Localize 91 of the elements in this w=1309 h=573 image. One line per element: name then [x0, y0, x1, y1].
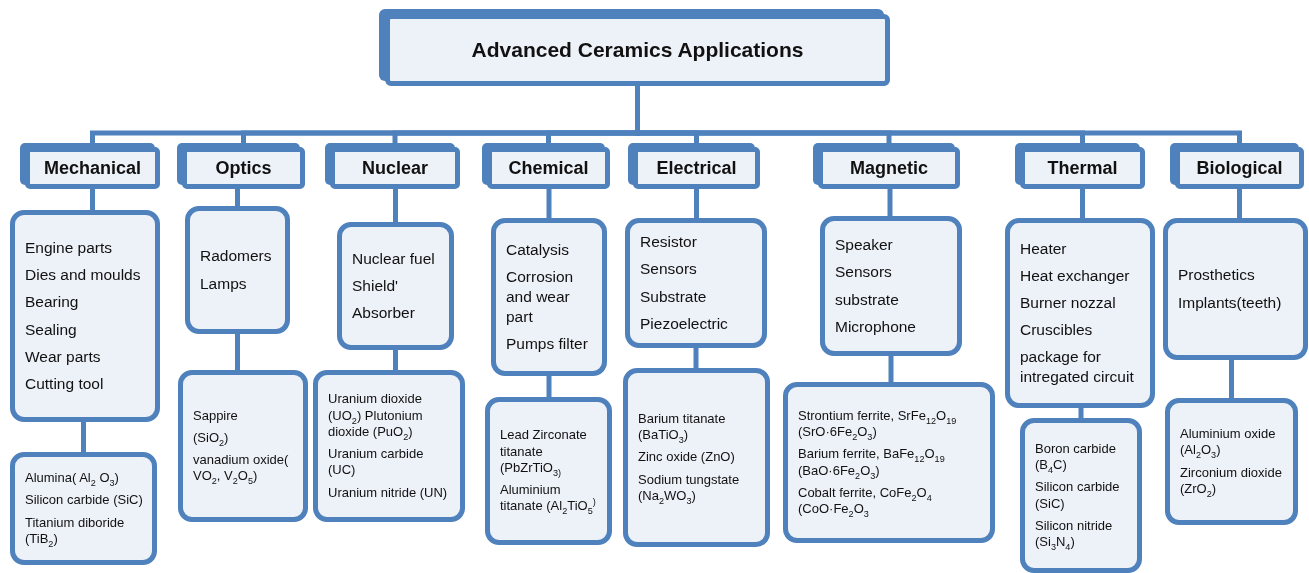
category-label: Magnetic [850, 157, 928, 179]
application-item: Sensors [835, 262, 893, 283]
application-item: Shield' [352, 275, 400, 296]
category-label: Electrical [656, 157, 737, 179]
material-item: Zirconium dioxide (ZrO$_{2}$) [1180, 464, 1283, 497]
category-label: Nuclear [361, 157, 428, 179]
application-item: Sealing [25, 319, 78, 340]
application-box [1005, 218, 1155, 408]
material-item: Alumina( Al$_{2}$ O$_{3}$) [25, 470, 120, 487]
material-item: Boron carbide (B$_{4}$C) [1035, 440, 1117, 474]
material-item: (SiO$_{2}$) [193, 429, 230, 446]
application-item: Absorber [352, 303, 416, 324]
material-item: Zinc oxide (ZnO) [638, 449, 736, 466]
category-label: Optics [215, 157, 272, 179]
material-item: Sappire [193, 407, 239, 424]
material-item: Lead Zirconate titanate (PbZrTiO$_{3)}$ [500, 427, 588, 477]
application-item: Substrate [640, 286, 708, 307]
material-item: Titanium diboride (TiB$_{2}$) [25, 514, 126, 547]
application-item: Heat exchanger [1020, 265, 1131, 286]
material-item: Silicon carbide (SiC) [25, 492, 144, 509]
material-item: Uranium nitride (UN) [328, 484, 449, 501]
category-label: Thermal [1047, 157, 1118, 179]
application-item: Catalysis [506, 239, 570, 260]
application-item: Sensors [640, 259, 698, 280]
material-item: Uranium carbide (UC) [328, 446, 425, 479]
connector-line [1229, 360, 1234, 398]
application-item: Resistor [640, 232, 698, 253]
connector-line [393, 189, 398, 222]
material-item: Strontium ferrite, SrFe$_{12}$O$_{19}$ (SrO·6Fe$_{2}$O$_{3}$) [798, 407, 958, 441]
category-label: Chemical [508, 157, 589, 179]
application-item: Cutting tool [25, 373, 105, 394]
application-item: Radomers [200, 246, 273, 267]
material-box [1020, 418, 1142, 573]
material-box [1165, 398, 1298, 525]
material-item: Silicon nitride (Si$_{3}$N$_{4}$) [1035, 517, 1114, 551]
connector-line [90, 189, 95, 210]
application-box [10, 210, 160, 422]
material-box [178, 370, 308, 522]
material-box [313, 370, 465, 522]
material-item: vanadium oxide( VO$_{2}$, V$_{2}$O$_{5}$) [193, 452, 290, 485]
connector-line [888, 356, 894, 382]
application-box [1163, 218, 1308, 360]
application-box [625, 218, 767, 348]
application-item: package for intregated circuit [1020, 347, 1135, 388]
connector-line [694, 189, 699, 218]
application-item: Heater [1020, 238, 1068, 259]
connector-line [546, 189, 552, 218]
application-box [337, 222, 454, 350]
title-text: Advanced Ceramics Applications [471, 38, 804, 62]
material-box [10, 452, 157, 565]
material-item: Uranium dioxide (UO$_{2}$) Plutonium dioxide (PuO$_{2}$) [328, 391, 424, 440]
application-item: Speaker [835, 235, 894, 256]
application-item: Dies and moulds [25, 265, 142, 286]
material-item: Barium ferrite, BaFe$_{12}$O$_{19}$ (BaO·6Fe$_{2}$O$_{3}$) [798, 446, 946, 479]
application-box [820, 216, 962, 356]
application-item: Wear parts [25, 346, 102, 367]
application-item: Prosthetics [1178, 265, 1256, 286]
application-item: Pumps filter [506, 334, 589, 355]
material-item: Barium titanate (BaTiO$_{3}$) [638, 410, 727, 444]
material-item: Cobalt ferrite, CoFe$_{2}$O$_{4}$ (CoO·Fe$_{2}$O$_{3}$ [798, 484, 933, 518]
application-item: Bearing [25, 292, 80, 313]
connector-line [1237, 189, 1242, 218]
connector-line [546, 376, 552, 397]
application-item: Nuclear fuel [352, 248, 436, 269]
application-item: Cruscibles [1020, 320, 1094, 340]
connector-line [693, 348, 699, 368]
connector-line [81, 422, 86, 452]
application-item: Microphone [835, 316, 917, 337]
connector-line [1078, 408, 1084, 418]
application-box [185, 206, 290, 334]
application-box [491, 218, 607, 376]
material-item: Silicon carbide (SiC) [1035, 479, 1121, 512]
material-box [783, 382, 995, 543]
application-item: Implants(teeth) [1178, 292, 1283, 313]
application-item: Piezoelectric [640, 313, 729, 334]
connector-line [1080, 189, 1085, 218]
connector-line [235, 334, 240, 370]
material-box [485, 397, 612, 545]
category-label: Biological [1196, 157, 1283, 179]
category-label: Mechanical [43, 157, 141, 179]
application-item: Burner nozzal [1020, 292, 1117, 313]
connector-line [235, 189, 240, 206]
connector-line [393, 350, 398, 370]
application-item: substrate [835, 289, 900, 310]
material-box [623, 368, 770, 547]
material-item: Sodium tungstate (Na$_{2}$WO$_{3}$) [638, 471, 741, 505]
application-item: Lamps [200, 273, 248, 294]
connector-line [887, 189, 893, 216]
application-item: Engine parts [25, 238, 114, 259]
material-item: Aluminium oxide (Al$_{2}$O$_{3}$) [1180, 426, 1277, 459]
application-item: Corrosion and wear part [506, 266, 575, 328]
